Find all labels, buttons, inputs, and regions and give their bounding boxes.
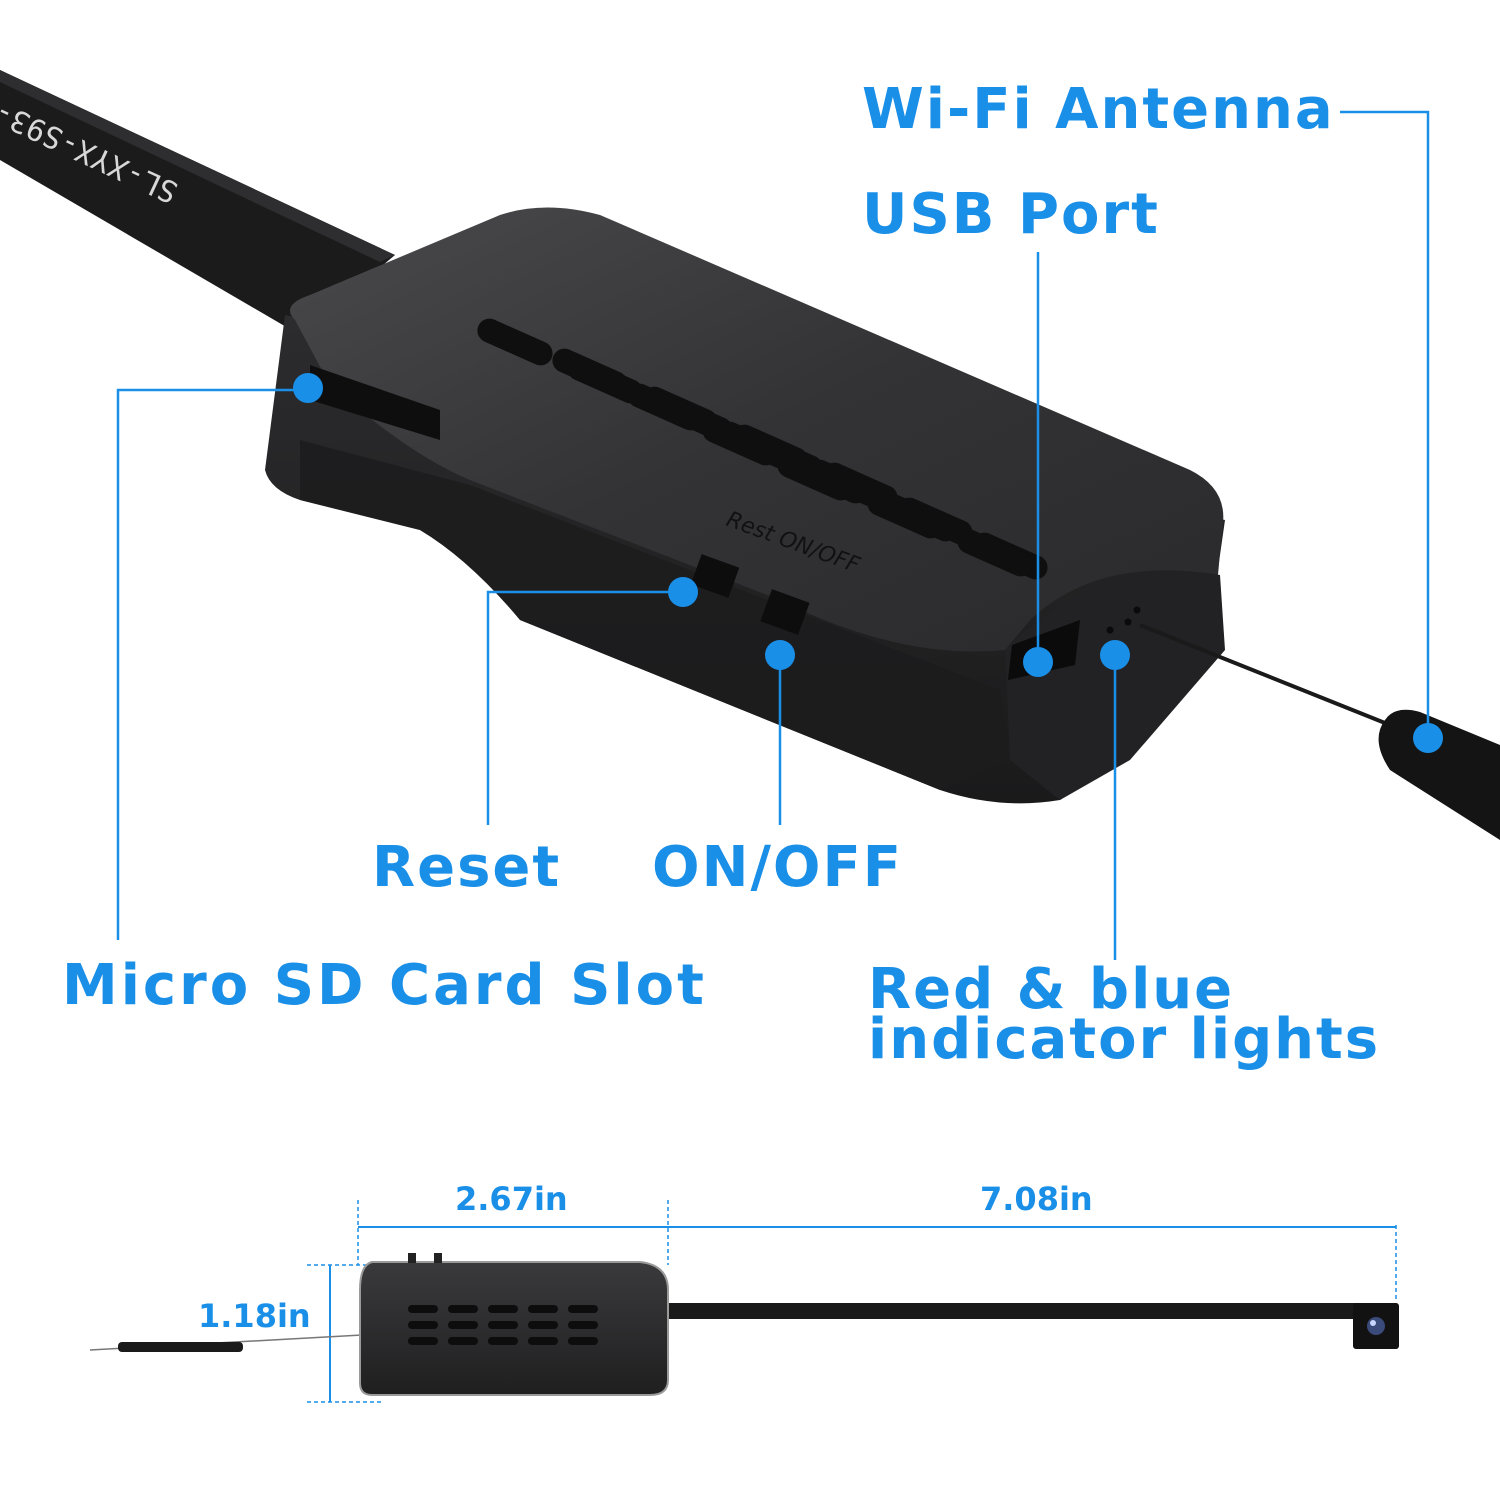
onoff-dot [765,640,795,670]
vent-slot [777,453,853,501]
dimension-drawing [89,1200,1399,1403]
callout-dots [293,373,1443,753]
usb-port-dot [1023,647,1053,677]
ribbon-cable: SL-XYX-S93- [0,70,395,335]
indicator-dot [1100,640,1130,670]
mini-vent-slot [408,1305,438,1313]
mini-vent-slot [448,1321,478,1329]
indicator-label-line2: indicator lights [868,1007,1381,1072]
mini-vent-slot [448,1337,478,1345]
dimension-cable-width: 7.08in [980,1180,1093,1218]
vent-slot [957,529,1033,577]
mini-vent-slot [448,1305,478,1313]
camera-lens-icon [1367,1317,1385,1335]
mini-vent-slot [408,1321,438,1329]
dimension-module-width: 2.67in [455,1180,568,1218]
micro-sd-dot [293,373,323,403]
mini-vent-slot [488,1321,518,1329]
micro-sd-leader [116,388,308,940]
reset-dot [668,577,698,607]
main-module: Rest ON/OFF [265,207,1225,804]
wifi-antenna-dot [1413,723,1443,753]
antenna [1139,623,1500,840]
on-off-label: ON/OFF [652,835,904,900]
vent-slot [627,383,703,431]
mini-vent-slot [568,1305,598,1313]
mini-vent-slot [488,1337,518,1345]
mini-vent-slot [488,1305,518,1313]
callout-lines [116,110,1430,960]
mini-vent-slot [568,1337,598,1345]
onoff-switch [760,589,810,635]
mini-vent-slot [528,1305,558,1313]
mini-antenna-head [118,1342,243,1352]
indicator-hole [1106,626,1114,634]
dimension-height: 1.18in [198,1297,311,1335]
indicator-hole [1124,618,1132,626]
vent-slot [552,348,628,396]
wifi-antenna-label: Wi-Fi Antenna [862,77,1335,142]
indicator-hole [1133,606,1141,614]
indicator-label-line1: Red & blue [868,957,1235,1022]
vent-slot [867,491,943,539]
mini-cable [660,1303,1360,1319]
vent-slot [477,318,553,366]
mini-vent-slot [408,1337,438,1345]
sd-slot [310,365,440,440]
reset-switch [690,554,740,598]
usb-port-label: USB Port [862,182,1160,247]
micro-sd-label: Micro SD Card Slot [62,953,707,1018]
vent-grid [477,318,1048,580]
mini-vent-slot [528,1321,558,1329]
mini-vent-slot [568,1321,598,1329]
wifi-antenna-leader [1340,110,1430,738]
reset-leader [486,590,683,825]
mini-vent-slot [528,1337,558,1345]
reset-label: Reset [372,835,562,900]
vent-slot [702,418,778,466]
